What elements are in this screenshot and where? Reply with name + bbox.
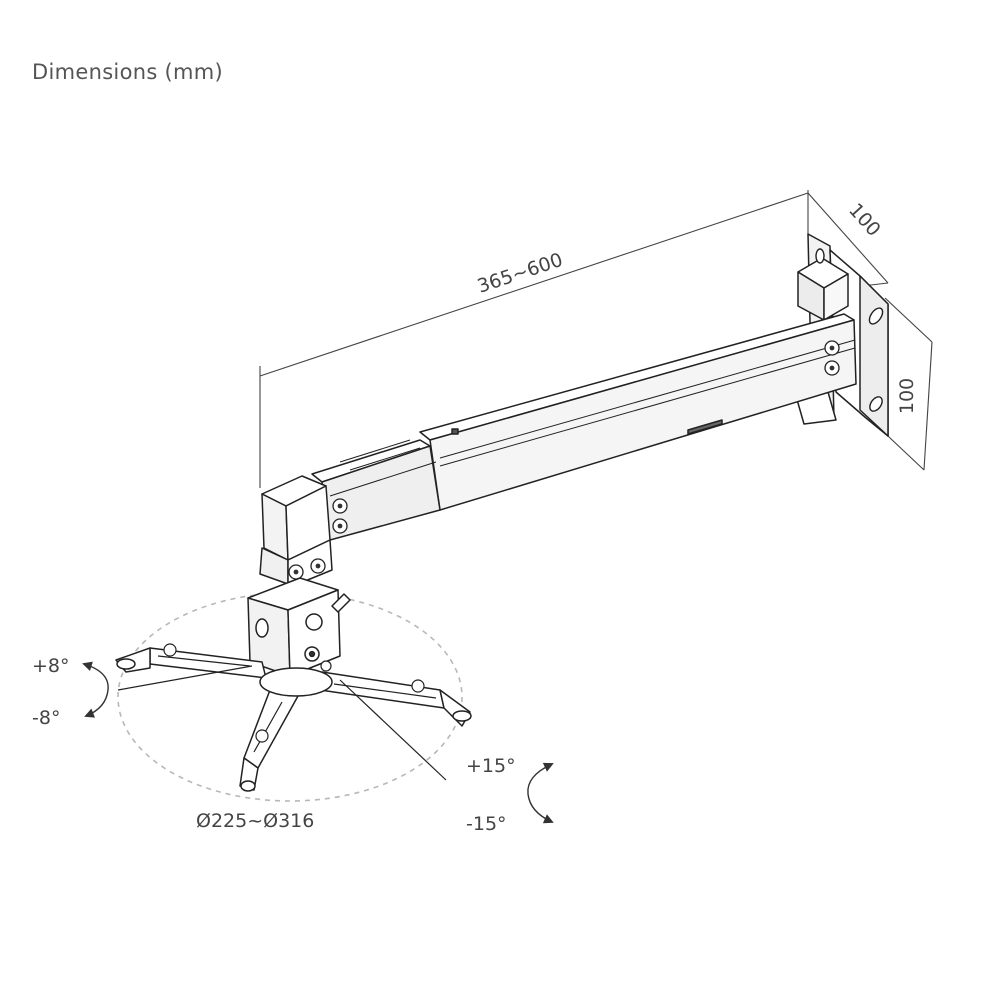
tilt-axis-line (117, 665, 253, 691)
swivel-up-label: +15° (466, 755, 516, 777)
tilt-up-label: +8° (32, 655, 70, 677)
tilt-arrow (82, 661, 109, 718)
tilt-head (247, 577, 341, 677)
bracket-height-label: 100 (896, 378, 918, 414)
page-title: Dimensions (mm) (32, 60, 224, 84)
swivel-range-ellipse (117, 592, 463, 802)
bolt-centers (293, 345, 835, 575)
bracket-depth-label: 100 (844, 199, 885, 241)
plate-diameter-label: Ø225~Ø316 (196, 810, 314, 832)
bracket-holes (815, 248, 884, 412)
outer-arm-tube (419, 313, 857, 511)
spider-slots (157, 643, 437, 753)
swivel-down-label: -15° (466, 813, 507, 835)
swivel-axis-line (339, 679, 447, 781)
tilt-down-label: -8° (32, 707, 60, 729)
swivel-arrow (527, 762, 554, 824)
arm-length-label: 365~600 (475, 249, 566, 298)
inner-arm-tube (311, 439, 441, 541)
